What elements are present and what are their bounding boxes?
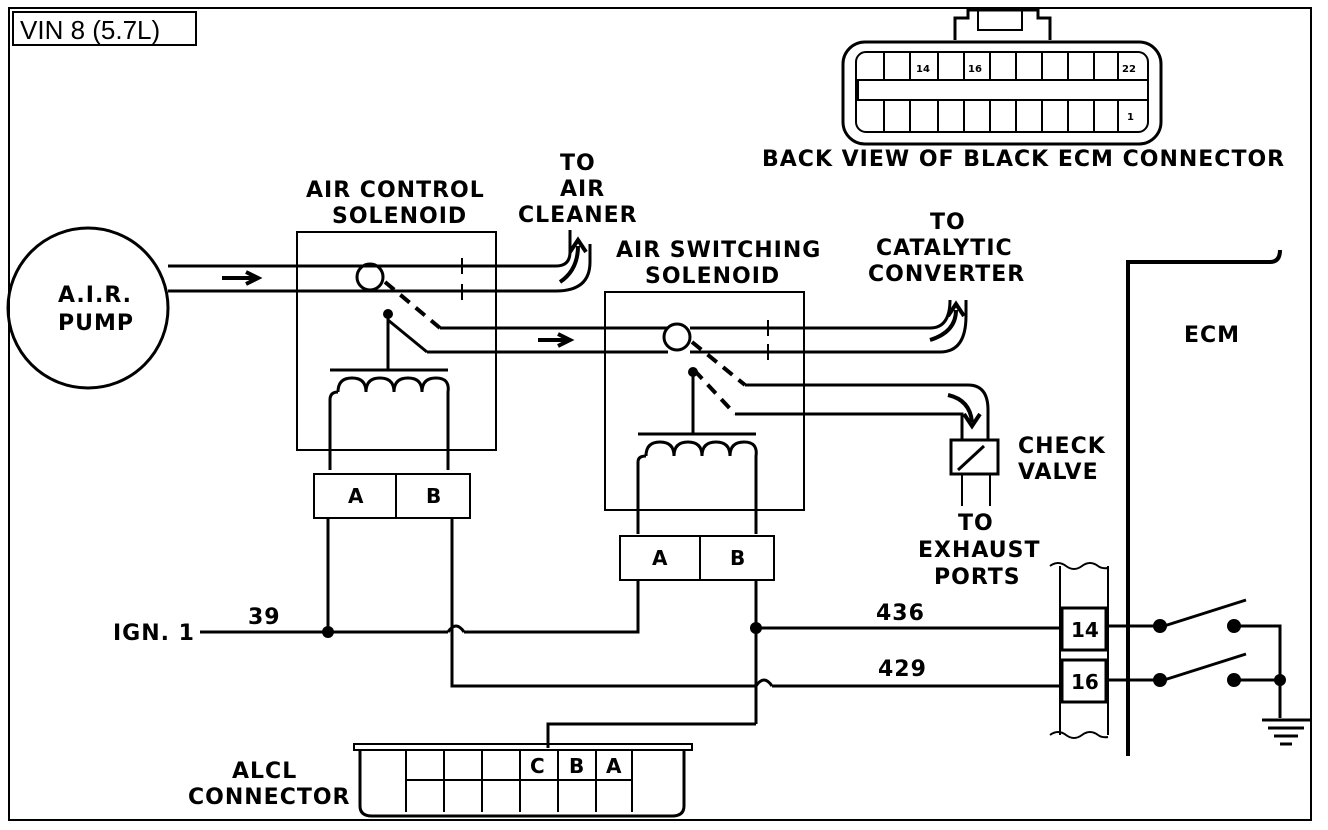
flow-arrow-1: [222, 270, 263, 286]
air-switching-coil: [636, 440, 758, 534]
check-valve-label-1: CHECK: [1018, 434, 1106, 459]
air-control-term-a: A: [348, 484, 364, 508]
air-pump-label-1: A.I.R.: [58, 283, 132, 308]
flow-arrow-2: [538, 332, 575, 348]
ecm-connector-caption: BACK VIEW OF BLACK ECM CONNECTOR: [762, 147, 1285, 172]
check-valve-arrow: [947, 393, 982, 430]
check-valve-label-2: VALVE: [1018, 460, 1099, 485]
air-switching-terminal-b: [699, 535, 775, 581]
ecm-pin-16-label: 16: [968, 64, 982, 75]
check-valve: [949, 438, 1000, 476]
alcl-pin-b: B: [569, 754, 584, 778]
ecm-label: ECM: [1184, 323, 1240, 348]
to-air-cleaner-2: AIR: [560, 177, 605, 202]
alcl-label-1: ALCL: [232, 759, 297, 784]
air-control-valve: [355, 262, 385, 292]
to-air-cleaner-1: TO: [560, 151, 596, 176]
ecm-header-connector: [1049, 562, 1109, 739]
diagram-frame: [8, 7, 1312, 821]
air-switching-term-a: A: [652, 546, 668, 570]
air-pump-label-2: PUMP: [58, 311, 134, 336]
to-exhaust-2: EXHAUST: [918, 538, 1040, 563]
air-control-term-b: B: [426, 484, 441, 508]
air-control-coil: [328, 376, 450, 470]
air-switching-solenoid-label-2: SOLENOID: [645, 264, 780, 289]
to-exhaust-3: PORTS: [934, 565, 1021, 590]
air-switching-term-b: B: [730, 546, 745, 570]
alcl-connector: [353, 743, 693, 818]
air-control-solenoid-label-2: SOLENOID: [332, 204, 467, 229]
air-control-terminal-b: [395, 473, 471, 519]
catalytic-arrow: [929, 300, 966, 342]
ecm-pin-22-label: 22: [1122, 64, 1136, 75]
to-catalytic-3: CONVERTER: [868, 262, 1025, 287]
to-air-cleaner-3: CLEANER: [518, 203, 638, 228]
to-catalytic-2: CATALYTIC: [876, 236, 1013, 261]
alcl-label-2: CONNECTOR: [188, 785, 351, 810]
ground-icon: [1262, 718, 1310, 746]
wire-39-label: 39: [248, 605, 281, 630]
air-cleaner-arrow: [558, 236, 588, 284]
air-control-solenoid-body: [296, 231, 497, 451]
air-switching-solenoid-label-1: AIR SWITCHING: [616, 238, 821, 263]
title-box: [12, 11, 197, 46]
ecm-pin-1-label: 1: [1127, 112, 1134, 123]
alcl-pin-c: C: [530, 754, 545, 778]
air-switching-solenoid-body: [604, 291, 805, 511]
diagram-title: VIN 8 (5.7L): [20, 15, 160, 45]
to-exhaust-1: TO: [958, 511, 994, 536]
wire-436-label: 436: [876, 601, 925, 626]
to-catalytic-1: TO: [930, 210, 966, 235]
ecm-pin-16: 16: [1071, 670, 1099, 694]
ecm-connector-view: 14 16 22 1: [841, 7, 1163, 146]
air-pump: [6, 226, 170, 390]
ign-label: IGN. 1: [113, 621, 195, 646]
air-switching-valve: [662, 322, 692, 352]
alcl-pin-a: A: [606, 754, 622, 778]
ecm-pin-14-label: 14: [916, 64, 930, 75]
wire-429-label: 429: [878, 657, 927, 682]
ecm-pin-14: 14: [1071, 618, 1099, 642]
air-control-solenoid-label-1: AIR CONTROL: [306, 178, 485, 203]
ecm-boundary: [1126, 249, 1282, 756]
